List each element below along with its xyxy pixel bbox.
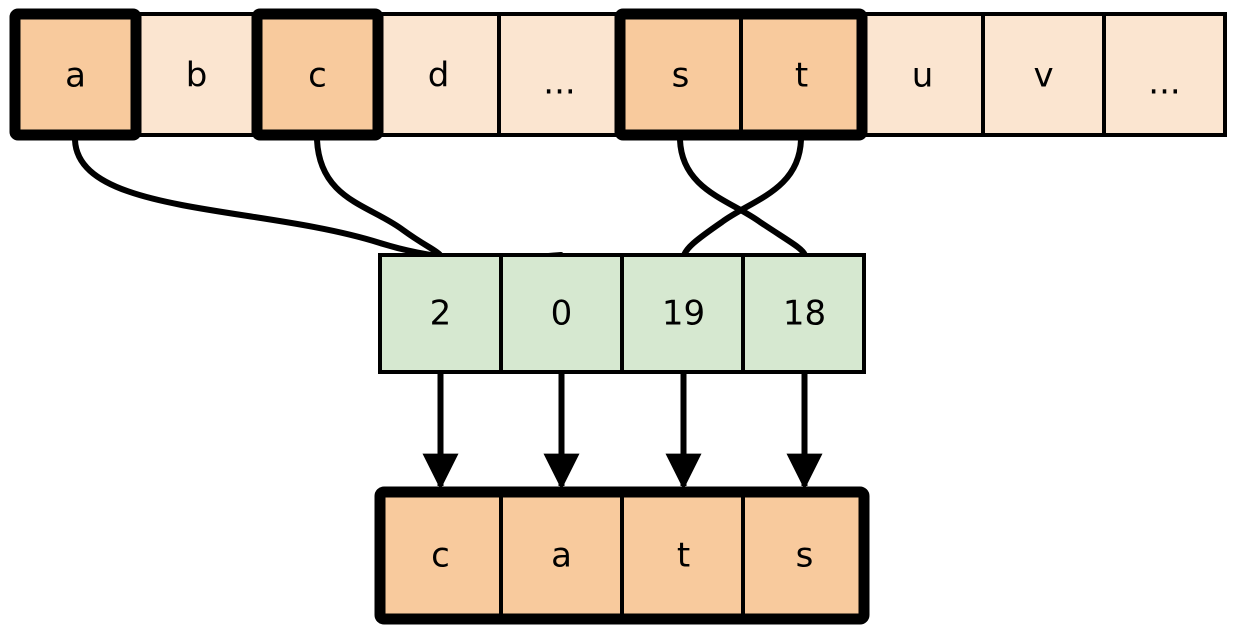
output-cell-label: s — [796, 536, 814, 576]
alphabet-cell-label: v — [1033, 56, 1053, 96]
alphabet-cell-v[interactable]: v — [981, 12, 1106, 137]
output-cell-label: c — [431, 536, 450, 576]
alphabet-cell-label: ... — [1148, 63, 1180, 103]
letter-to-index-connectors — [72, 137, 808, 263]
alphabet-cell-label: a — [65, 56, 86, 96]
index-row: 2 0 19 18 — [378, 253, 866, 374]
alphabet-cell-u[interactable]: u — [860, 12, 985, 137]
alphabet-pair-outline — [614, 8, 868, 141]
alphabet-row: b d ... u v ... — [9, 8, 1227, 141]
alphabet-cell-ellipsis-2[interactable]: ... — [1102, 12, 1227, 137]
index-cell-label: 18 — [783, 294, 826, 334]
index-cell-18[interactable]: 18 — [741, 253, 866, 374]
alphabet-cell-label: c — [308, 56, 327, 96]
connector-s-to-18 — [677, 137, 808, 258]
alphabet-cell-c[interactable]: c — [251, 8, 384, 141]
output-cell-label: t — [677, 536, 690, 576]
index-cell-0[interactable]: 0 — [499, 253, 624, 374]
connector-c-to-2 — [314, 137, 443, 258]
index-cell-2[interactable]: 2 — [378, 253, 503, 374]
alphabet-cell-label: b — [186, 56, 208, 96]
alphabet-cell-t[interactable]: t — [741, 14, 862, 135]
index-cell-label: 2 — [430, 294, 452, 334]
index-cell-label: 0 — [551, 294, 573, 334]
output-row: c a t s — [374, 486, 870, 625]
alphabet-cell-ellipsis-1[interactable]: ... — [497, 12, 622, 137]
index-cell-label: 19 — [662, 294, 705, 334]
alphabet-cell-s[interactable]: s — [620, 14, 741, 135]
alphabet-cell-a[interactable]: a — [9, 8, 142, 141]
index-to-output-arrows — [422, 374, 823, 490]
alphabet-cell-label: d — [428, 56, 450, 96]
alphabet-cell-label: t — [795, 56, 808, 96]
output-cell-a[interactable]: a — [551, 536, 572, 576]
index-cell-19[interactable]: 19 — [620, 253, 745, 374]
alphabet-cell-label: ... — [543, 63, 575, 103]
alphabet-cell-d[interactable]: d — [376, 12, 501, 137]
connector-t-to-19 — [681, 137, 804, 258]
alphabet-cell-label: u — [912, 56, 934, 96]
output-cell-s[interactable]: s — [796, 536, 814, 576]
output-row-outline — [374, 486, 870, 625]
output-cell-label: a — [551, 536, 572, 576]
output-cell-t[interactable]: t — [677, 536, 690, 576]
alphabet-cell-b[interactable]: b — [134, 12, 259, 137]
alphabet-cell-label: s — [672, 56, 690, 96]
output-cell-c[interactable]: c — [431, 536, 450, 576]
